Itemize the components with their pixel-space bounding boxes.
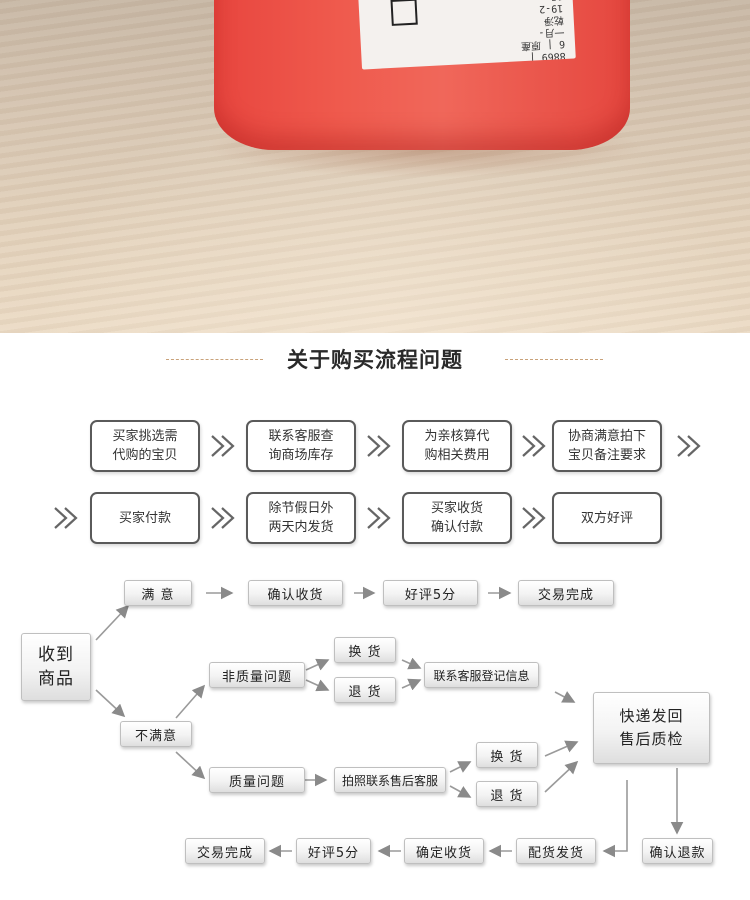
confirm-receipt-box: 确认收货	[248, 580, 343, 606]
chevron-right-icon	[522, 507, 546, 529]
arrow-photo-exchange	[449, 761, 472, 773]
confirm-refund-box: 确认退款	[642, 838, 713, 864]
exchange-box-1: 换 货	[334, 637, 396, 663]
process-step-2: 联系客服查 询商场库存	[246, 420, 356, 472]
confirm-receipt-box-2: 确定收货	[404, 838, 484, 864]
title-dash-left	[166, 359, 263, 360]
contact-cs-box: 联系客服登记信息	[424, 662, 539, 688]
arrow-exchange-contact	[401, 657, 422, 670]
return-box-1: 退 货	[334, 677, 396, 703]
arrow-nonquality-return	[305, 679, 330, 692]
quality-issue-box: 质量问题	[209, 767, 305, 793]
non-quality-issue-box: 非质量问题	[209, 662, 305, 688]
section-title: 关于购买流程问题	[287, 348, 463, 372]
good-review-box-2: 好评5分	[296, 838, 371, 864]
photo-contact-cs-box: 拍照联系售后客服	[334, 767, 446, 793]
process-step-4: 协商满意拍下 宝贝备注要求	[552, 420, 662, 472]
chevron-right-icon	[54, 507, 78, 529]
chevron-right-icon	[211, 435, 235, 457]
arrow-unsatisfied-quality	[175, 751, 206, 780]
process-step-6: 除节假日外 两天内发货	[246, 492, 356, 544]
satisfied-box: 满 意	[124, 580, 192, 606]
chevron-right-icon	[522, 435, 546, 457]
received-goods-box: 收到 商品	[21, 633, 91, 701]
exchange-box-2: 换 货	[476, 742, 538, 768]
arrow-exchange-express	[544, 740, 579, 757]
process-step-3: 为亲核算代 购相关费用	[402, 420, 512, 472]
process-step-8: 双方好评	[552, 492, 662, 544]
arrow-nonquality-exchange	[305, 658, 330, 671]
ship-goods-box: 配货发货	[516, 838, 596, 864]
arrow-contact-express	[554, 691, 576, 703]
express-return-qc-box: 快递发回 售后质检	[593, 692, 710, 764]
deal-done-box: 交易完成	[518, 580, 614, 606]
arrow-unsatisfied-nonquality	[175, 684, 206, 719]
product-photo: 0, SE-2000 | 進2/24243+886 28869 |6 | 原產一…	[0, 0, 750, 333]
chevron-right-icon	[211, 507, 235, 529]
deal-done-box-2: 交易完成	[185, 838, 265, 864]
return-box-2: 退 货	[476, 781, 538, 807]
arrow-express-ship	[602, 780, 628, 858]
chevron-right-icon	[367, 507, 391, 529]
arrow-return-contact	[401, 678, 422, 691]
chevron-right-icon	[677, 435, 701, 457]
good-review-box: 好评5分	[383, 580, 478, 606]
process-step-1: 买家挑选需 代购的宝贝	[90, 420, 200, 472]
title-dash-right	[505, 359, 603, 360]
process-step-5: 买家付款	[90, 492, 200, 544]
arrow-photo-return	[449, 785, 472, 798]
process-step-7: 买家收货 确认付款	[402, 492, 512, 544]
arrow-return-express	[544, 760, 579, 793]
arrow-received-satisfied	[95, 604, 130, 641]
arrow-received-unsatisfied	[95, 689, 126, 718]
unsatisfied-box: 不满意	[120, 721, 192, 747]
chevron-right-icon	[367, 435, 391, 457]
